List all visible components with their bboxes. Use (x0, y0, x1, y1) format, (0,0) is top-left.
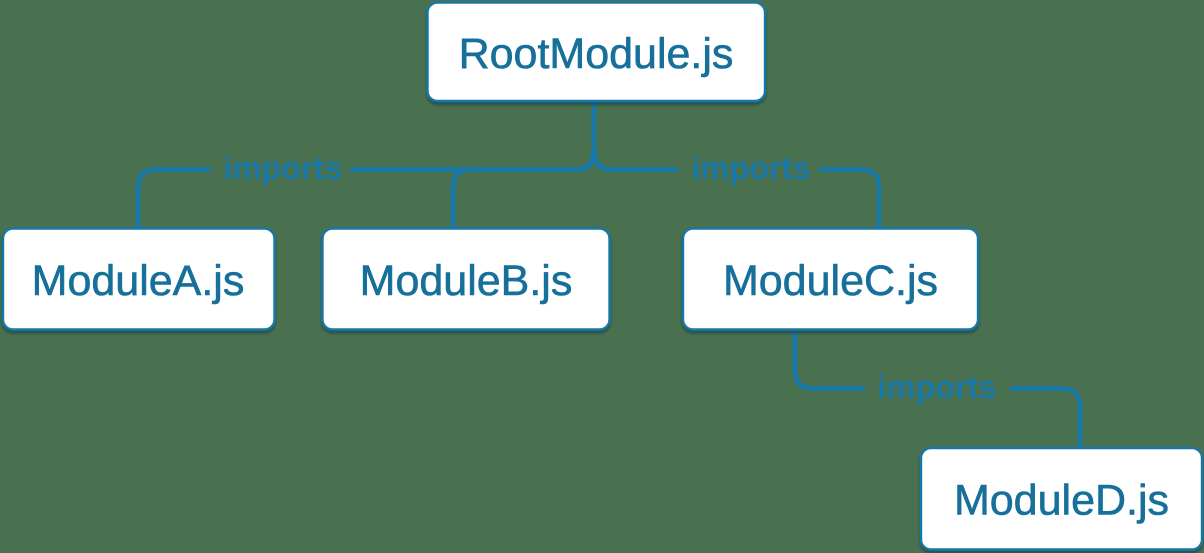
svg-text:ModuleD.js: ModuleD.js (954, 477, 1169, 525)
svg-text:ModuleA.js: ModuleA.js (32, 257, 245, 305)
svg-text:ModuleB.js: ModuleB.js (360, 257, 573, 305)
svg-text:imports: imports (691, 150, 810, 186)
svg-text:imports: imports (877, 369, 996, 405)
svg-text:ModuleC.js: ModuleC.js (723, 257, 938, 305)
svg-text:RootModule.js: RootModule.js (459, 30, 734, 78)
svg-text:imports: imports (223, 150, 342, 186)
